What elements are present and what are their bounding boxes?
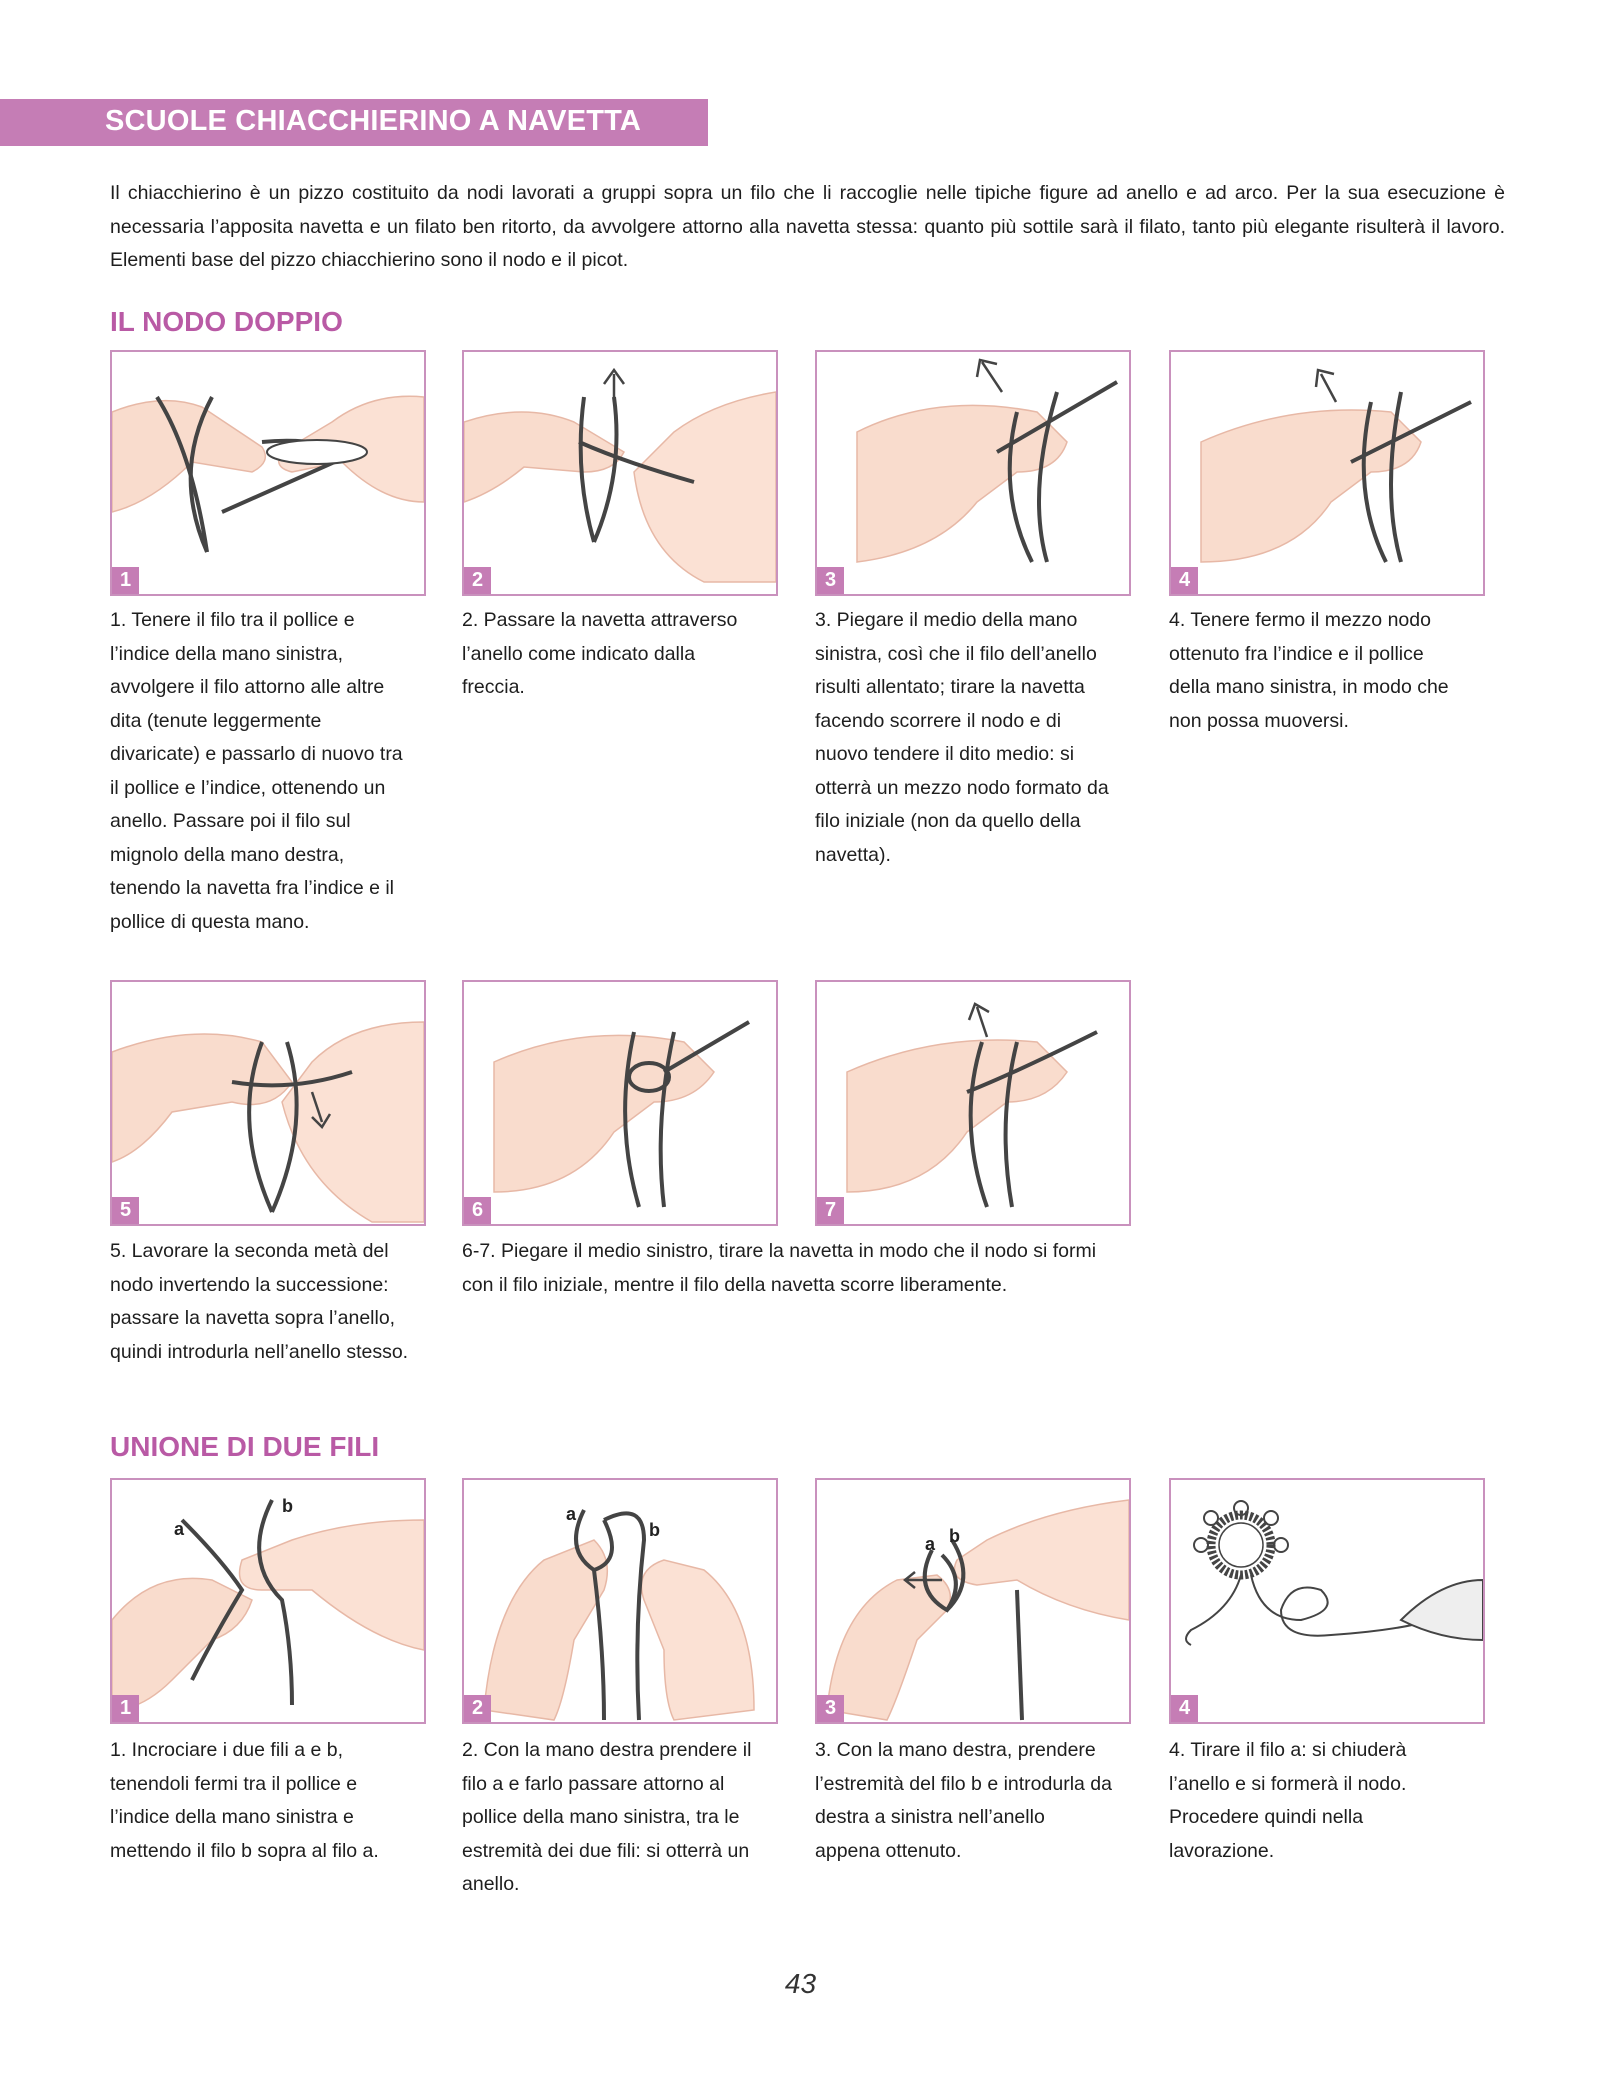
step-number-badge: 1 (112, 567, 139, 594)
section-title-unione-due-fili: UNIONE DI DUE FILI (110, 1431, 380, 1462)
hands-thread-illustration (112, 395, 424, 553)
hands-thread-illustration (464, 367, 776, 583)
illustration-nodo-step-6: 6 (462, 980, 778, 1226)
page-number: 43 (784, 1968, 817, 1999)
caption-nodo-step-6-7: 6-7. Piegare il medio sinistro, tirare l… (462, 1240, 1097, 1296)
illustration-nodo-step-4: 4 (1169, 350, 1485, 596)
step-number-badge: 6 (464, 1197, 491, 1224)
hands-thread-illustration: a b (826, 1499, 1129, 1721)
intro-paragraph: Il chiacchierino è un pizzo costituito d… (110, 182, 1505, 271)
caption-nodo-step-3: 3. Piegare il medio della mano sinistra,… (815, 609, 1109, 866)
caption-unione-step-3: 3. Con la mano destra, prendere l’estrem… (815, 1739, 1112, 1862)
caption-nodo-step-4: 4. Tenere fermo il mezzo nodo ottenuto f… (1169, 609, 1449, 732)
hands-thread-illustration (1200, 368, 1472, 563)
hands-thread-illustration (112, 1021, 424, 1223)
illustration-unione-step-2: a b 2 (462, 1478, 778, 1724)
illustration-nodo-step-1: 1 (110, 350, 426, 596)
step-number-badge: 2 (464, 567, 491, 594)
caption-unione-step-4: 4. Tirare il filo a: si chiuderà l’anell… (1169, 1739, 1407, 1862)
step-number-badge: 4 (1171, 567, 1198, 594)
label-a: a (566, 1504, 577, 1524)
step-number-badge: 4 (1171, 1695, 1198, 1722)
illustration-unione-step-1: a b 1 (110, 1478, 426, 1724)
illustration-nodo-step-7: 7 (815, 980, 1131, 1226)
illustration-nodo-step-2: 2 (462, 350, 778, 596)
step-number-badge: 7 (817, 1197, 844, 1224)
illustration-nodo-step-3: 3 (815, 350, 1131, 596)
step-number-badge: 1 (112, 1695, 139, 1722)
step-number-badge: 3 (817, 567, 844, 594)
label-b: b (282, 1496, 293, 1516)
hands-thread-illustration (856, 358, 1119, 563)
illustration-unione-step-3: a b 3 (815, 1478, 1131, 1724)
header-banner: SCUOLE CHIACCHIERINO A NAVETTA (0, 99, 708, 146)
step-number-badge: 2 (464, 1695, 491, 1722)
step-number-badge: 5 (112, 1197, 139, 1224)
illustration-unione-step-4: 4 (1169, 1478, 1485, 1724)
section-title-nodo-doppio: IL NODO DOPPIO (110, 306, 343, 337)
label-a: a (174, 1519, 185, 1539)
caption-unione-step-1: 1. Incrociare i due fili a e b, tenendol… (110, 1739, 379, 1862)
caption-unione-step-2: 2. Con la mano destra prendere il filo a… (462, 1739, 752, 1895)
hands-thread-illustration: a b (112, 1496, 424, 1711)
hands-thread-illustration (846, 1002, 1098, 1208)
illustration-nodo-step-5: 5 (110, 980, 426, 1226)
caption-nodo-step-5: 5. Lavorare la seconda metà del nodo inv… (110, 1240, 409, 1363)
label-a: a (925, 1534, 936, 1554)
caption-nodo-step-1: 1. Tenere il filo tra il pollice e l’ind… (110, 609, 403, 933)
banner-title: SCUOLE CHIACCHIERINO A NAVETTA (105, 105, 642, 137)
tatting-ring-shuttle-illustration (1185, 1500, 1483, 1646)
hands-thread-illustration (493, 1020, 751, 1208)
step-number-badge: 3 (817, 1695, 844, 1722)
label-b: b (649, 1520, 660, 1540)
label-b: b (949, 1526, 960, 1546)
caption-nodo-step-2: 2. Passare la navetta attraverso l’anell… (462, 609, 738, 698)
hands-thread-illustration: a b (483, 1504, 755, 1721)
